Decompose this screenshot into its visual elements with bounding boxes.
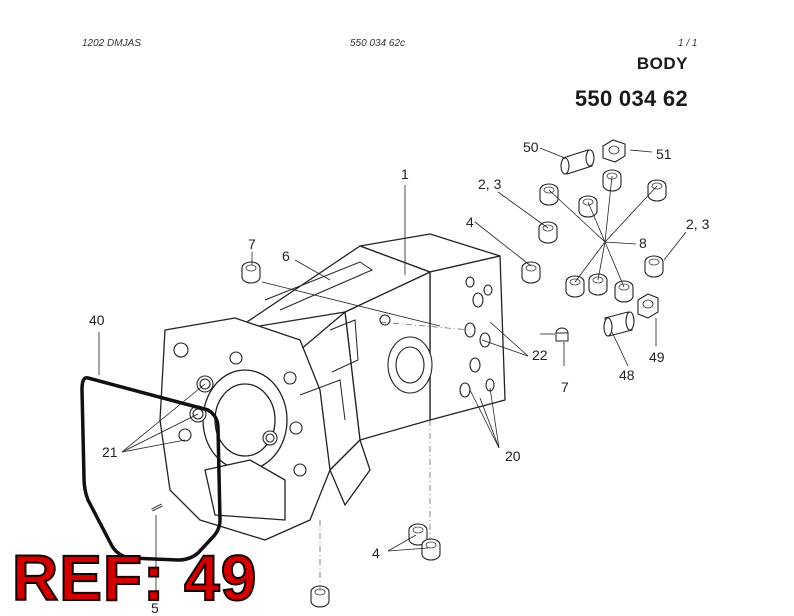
sheet-part-number: 550 034 62 [574, 86, 688, 111]
gasket-40 [80, 376, 222, 562]
callout-21: 21 [102, 444, 118, 460]
fitting-50 [560, 149, 595, 175]
callout-1: 1 [401, 166, 409, 182]
nut-51 [602, 139, 626, 163]
callout-51: 51 [656, 146, 672, 162]
leader-lines [98, 147, 687, 600]
callout-50: 50 [523, 139, 539, 155]
doc-number: 550 034 62c [350, 38, 406, 49]
callout-49: 49 [649, 349, 665, 365]
pin-5 [151, 503, 163, 512]
callout-7-left: 7 [248, 236, 256, 252]
callout-4-top: 4 [466, 214, 474, 230]
callout-6: 6 [282, 248, 290, 264]
callout-5: 5 [151, 600, 159, 616]
callout-2-3-right: 2, 3 [686, 216, 710, 232]
doc-code: 1202 DMJAS [82, 38, 141, 49]
fitting-48 [603, 311, 635, 337]
callout-22: 22 [532, 347, 548, 363]
center-lines [319, 321, 471, 592]
nut-49 [637, 293, 659, 319]
callout-labels: 1 2, 3 2, 3 4 4 5 6 7 7 8 20 21 22 40 48… [89, 139, 710, 616]
callout-20: 20 [505, 448, 521, 464]
callout-7-right: 7 [561, 379, 569, 395]
sheet-title: BODY [636, 54, 688, 73]
ref-stamp: REF: 49 [11, 542, 258, 614]
housing-ribs [264, 261, 374, 421]
callout-4-bottom: 4 [372, 545, 380, 561]
rear-block-ports [379, 276, 495, 398]
screw-7-right [555, 327, 569, 342]
page-indicator: 1 / 1 [678, 38, 698, 49]
callout-2-3-left: 2, 3 [478, 176, 502, 192]
callout-8: 8 [639, 235, 647, 251]
callout-40: 40 [89, 312, 105, 328]
callout-48: 48 [619, 367, 635, 383]
